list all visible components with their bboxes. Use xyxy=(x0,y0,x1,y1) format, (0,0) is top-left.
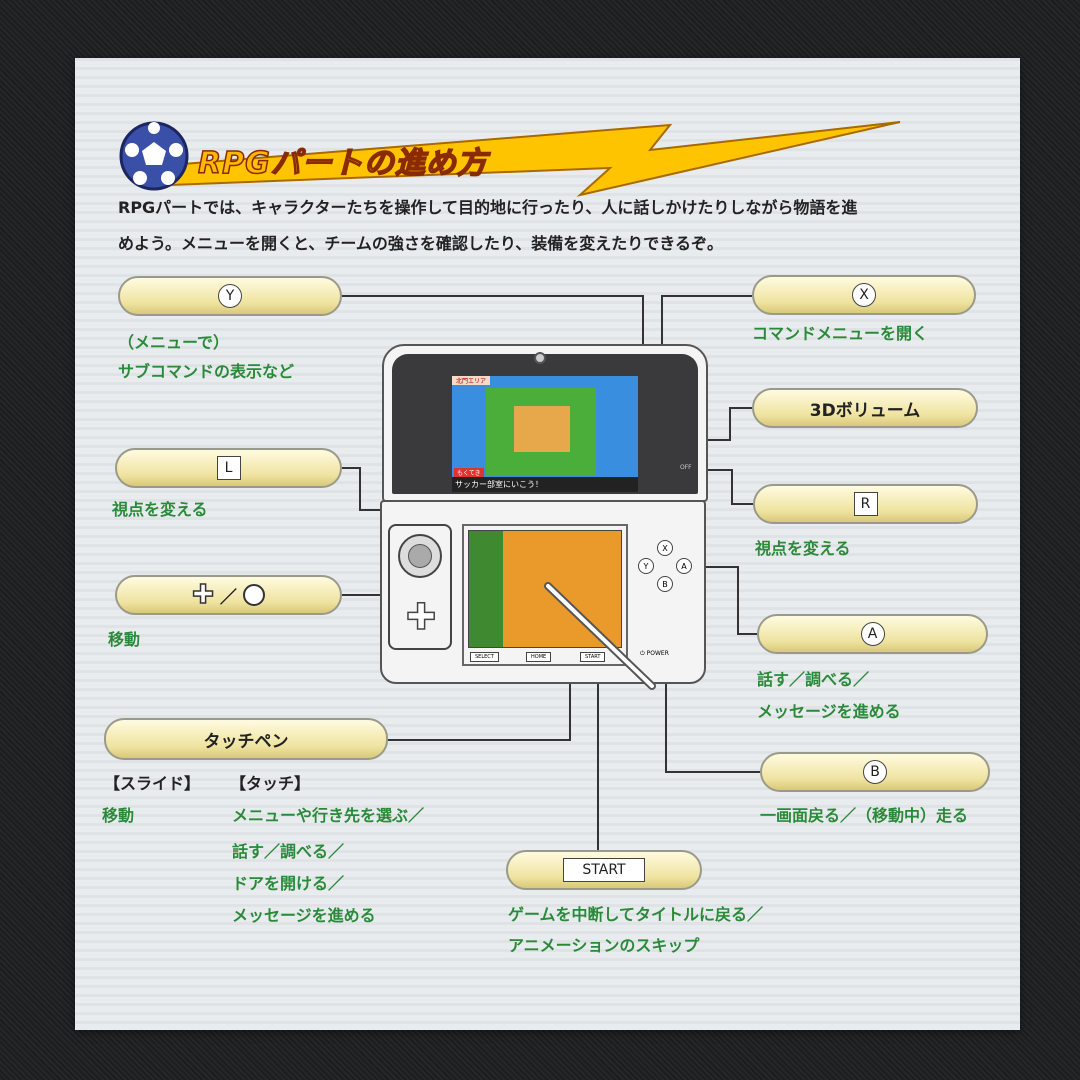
lightning-bolt-decoration xyxy=(169,121,901,197)
start-label-pill: START xyxy=(506,850,702,890)
b-key-icon: B xyxy=(863,760,887,784)
pad-label-pill: ✚ ／ xyxy=(115,575,342,615)
a-caption: 話す／調べる／ xyxy=(757,670,870,689)
l-caption: 視点を変える xyxy=(112,500,208,519)
b-button[interactable]: B xyxy=(657,576,673,592)
bottom-bezel: SELECT HOME START xyxy=(462,524,628,666)
a-button[interactable]: A xyxy=(676,558,692,574)
y-caption: （メニューで） xyxy=(118,333,230,352)
camera-icon xyxy=(534,352,546,364)
slide-caption: 移動 xyxy=(102,806,135,825)
x-label-pill: X xyxy=(752,275,976,315)
top-screen: 北門エリア もくてき サッカー部室にいこう！ xyxy=(452,376,638,492)
l-key-icon: L xyxy=(216,456,241,480)
start-caption: ゲームを中断してタイトルに戻る／ xyxy=(508,905,764,924)
y-label-pill: Y xyxy=(118,276,342,316)
dpad-icon: ✚ xyxy=(191,579,214,611)
l-label-pill: L xyxy=(115,448,342,488)
r-caption: 視点を変える xyxy=(755,539,851,558)
area-name: 北門エリア xyxy=(452,376,491,385)
y-key-icon: Y xyxy=(218,284,242,308)
touch-screen[interactable] xyxy=(468,530,622,648)
r-key-icon: R xyxy=(853,492,878,516)
device-bottom-housing: ✚ SELECT HOME START X Y A B ⏻ POWER xyxy=(380,500,706,684)
stylus-icon xyxy=(544,582,656,690)
select-button[interactable]: SELECT xyxy=(470,652,499,662)
objective-tag: もくてき xyxy=(454,468,484,477)
circle-pad-icon xyxy=(242,584,265,606)
3d-volume-label-pill: 3Dボリューム xyxy=(752,388,978,428)
b-caption: 一画面戻る／（移動中）走る xyxy=(760,806,969,825)
y-button[interactable]: Y xyxy=(638,558,654,574)
touch-caption: メニューや行き先を選ぶ／ xyxy=(232,806,425,825)
soccer-ball-icon xyxy=(119,121,189,191)
pad-area: ✚ xyxy=(388,524,452,650)
touch-caption: ドアを開ける／ xyxy=(232,874,345,893)
slide-heading: 【スライド】 xyxy=(104,774,201,793)
pad-caption: 移動 xyxy=(108,630,141,649)
objective-message: サッカー部室にいこう！ xyxy=(452,477,638,492)
intro-line: めよう。メニューを開くと、チームの強さを確認したり、装備を変えたりできるぞ。 xyxy=(118,234,723,253)
intro-text: RPGパートでは、キャラクターたちを操作して目的地に行ったり、人に話しかけたりし… xyxy=(118,190,988,262)
a-key-icon: A xyxy=(860,622,885,646)
touch-pen-label-pill: タッチペン xyxy=(104,718,388,760)
touch-caption: メッセージを進める xyxy=(232,906,376,925)
x-button[interactable]: X xyxy=(657,540,673,556)
circle-pad[interactable] xyxy=(398,534,442,578)
start-button[interactable]: START xyxy=(580,652,606,662)
power-label: POWER xyxy=(646,650,669,657)
page-title: RPGパートの進め方 xyxy=(197,145,488,182)
y-caption: サブコマンドの表示など xyxy=(118,362,295,381)
a-caption: メッセージを進める xyxy=(757,702,901,721)
separator: ／ xyxy=(219,587,237,608)
r-label-pill: R xyxy=(753,484,978,524)
touch-heading: 【タッチ】 xyxy=(230,774,311,793)
intro-line: RPGパートでは、キャラクターたちを操作して目的地に行ったり、人に話しかけたりし… xyxy=(118,198,858,217)
dpad-icon[interactable]: ✚ xyxy=(405,597,437,639)
x-caption: コマンドメニューを開く xyxy=(752,324,929,343)
device-top-housing: 北門エリア もくてき サッカー部室にいこう！ OFF xyxy=(382,344,708,502)
home-button[interactable]: HOME xyxy=(526,652,552,662)
power-button[interactable]: ⏻ POWER xyxy=(640,650,669,657)
a-label-pill: A xyxy=(757,614,988,654)
b-label-pill: B xyxy=(760,752,990,792)
start-key-icon: START xyxy=(563,858,645,882)
x-key-icon: X xyxy=(852,283,876,307)
start-caption: アニメーションのスキップ xyxy=(508,936,700,955)
volume-off-label: OFF xyxy=(680,464,692,471)
touch-caption: 話す／調べる／ xyxy=(232,842,345,861)
